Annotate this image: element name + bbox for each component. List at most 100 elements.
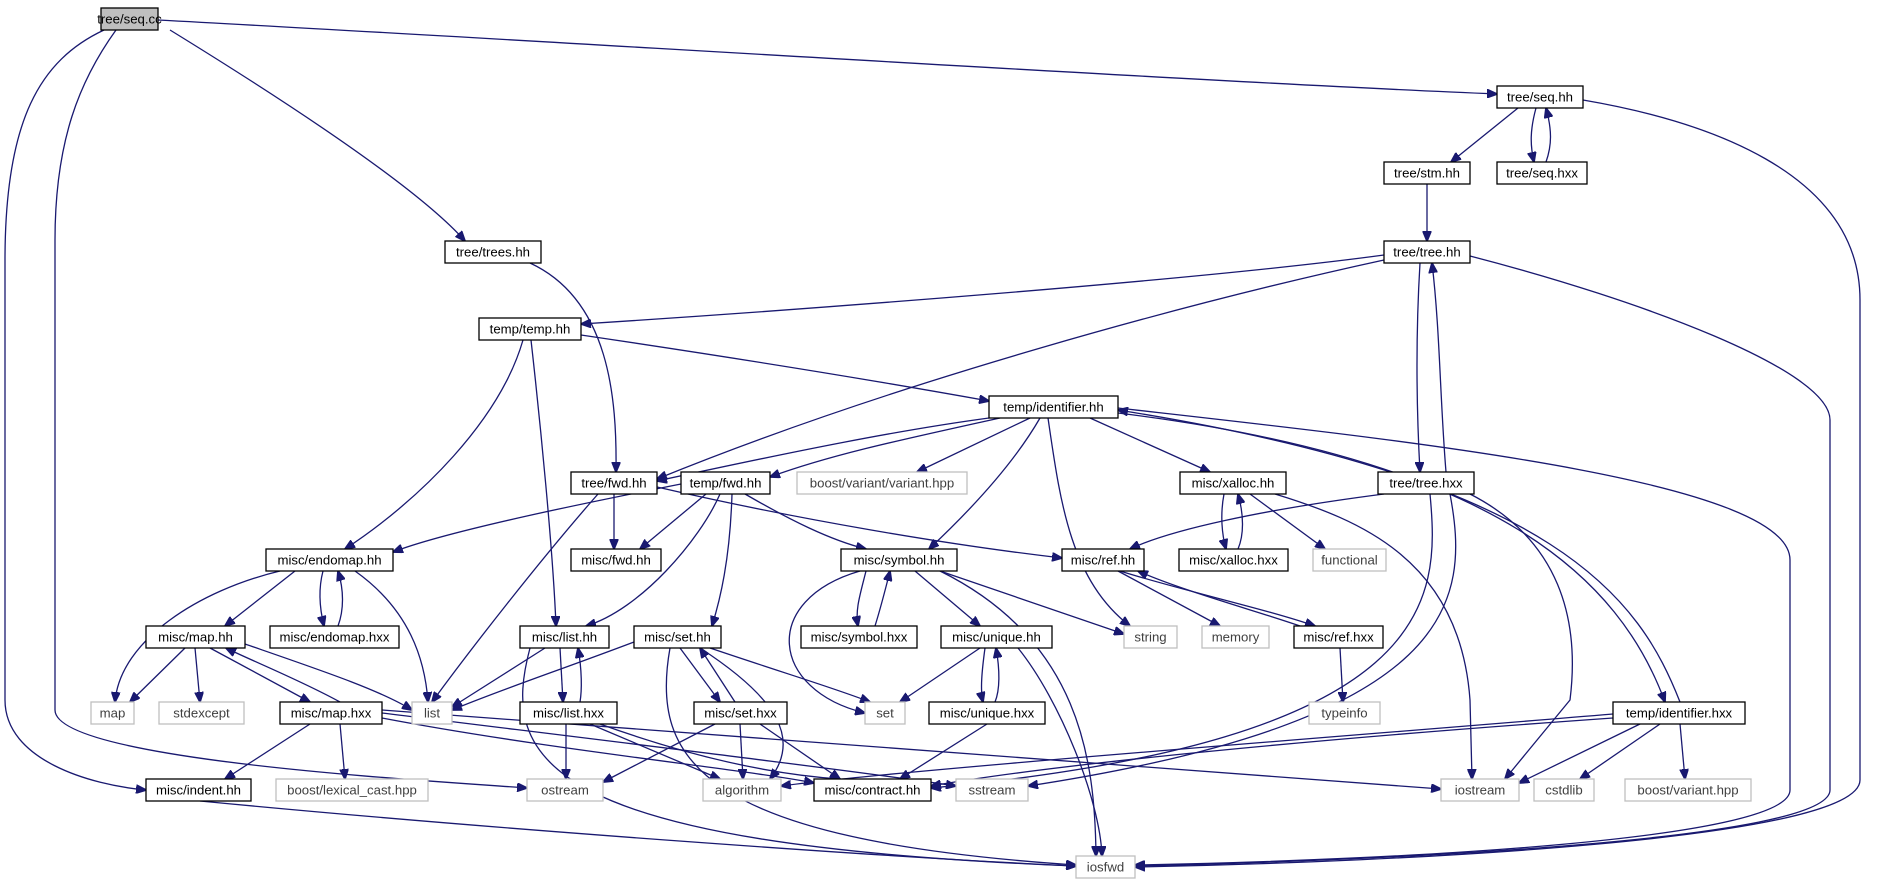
node-label: string bbox=[1134, 630, 1166, 645]
node-label: misc/symbol.hxx bbox=[811, 630, 908, 645]
file-node-misc-symbol-hxx[interactable]: misc/symbol.hxx bbox=[800, 625, 918, 649]
include-edge-misc-list-hxx-to-algorithm bbox=[589, 723, 720, 779]
node-label: temp/temp.hh bbox=[490, 322, 571, 337]
include-edge-tree-tree-hh-to-temp-temp-hh bbox=[581, 254, 1385, 324]
include-edge-tree-tree-hxx-to-misc-contract-hh bbox=[931, 493, 1433, 788]
file-node-misc-list-hh[interactable]: misc/list.hh bbox=[519, 625, 610, 649]
include-edge-temp-identifier-hh-to-tree-fwd-hh bbox=[657, 417, 990, 481]
node-label: algorithm bbox=[715, 783, 769, 798]
node-label: tree/tree.hxx bbox=[1389, 476, 1463, 491]
include-edge-tree-fwd-hh-to-misc-ref-hh bbox=[656, 486, 1062, 558]
include-edge-misc-xalloc-hh-to-functional bbox=[1249, 493, 1325, 549]
include-edge-misc-set-hxx-to-ostream bbox=[603, 723, 716, 782]
file-node-misc-symbol-hh[interactable]: misc/symbol.hh bbox=[840, 548, 958, 572]
include-edge-misc-map-hxx-to-boost-lexical-cast-hpp bbox=[339, 723, 345, 779]
file-node-tree-fwd-hh[interactable]: tree/fwd.hh bbox=[570, 471, 658, 495]
node-label: misc/ref.hh bbox=[1071, 553, 1136, 568]
file-node-temp-fwd-hh[interactable]: temp/fwd.hh bbox=[680, 471, 771, 495]
node-label: tree/trees.hh bbox=[456, 245, 530, 260]
file-node-misc-ref-hxx[interactable]: misc/ref.hxx bbox=[1293, 625, 1384, 649]
file-node-misc-map-hxx[interactable]: misc/map.hxx bbox=[279, 701, 383, 725]
file-node-tree-seq-hxx[interactable]: tree/seq.hxx bbox=[1496, 161, 1588, 185]
file-node-tree-stm-hh[interactable]: tree/stm.hh bbox=[1383, 161, 1471, 185]
file-node-misc-list-hxx[interactable]: misc/list.hxx bbox=[519, 701, 618, 725]
file-node-misc-unique-hh[interactable]: misc/unique.hh bbox=[940, 625, 1053, 649]
include-edge-misc-map-hxx-to-misc-contract-hh bbox=[381, 717, 814, 783]
file-node-misc-contract-hh[interactable]: misc/contract.hh bbox=[813, 778, 932, 802]
file-node-misc-set-hxx[interactable]: misc/set.hxx bbox=[693, 701, 788, 725]
node-label: temp/identifier.hxx bbox=[1626, 706, 1733, 721]
node-label: misc/ref.hxx bbox=[1303, 630, 1374, 645]
node-label: memory bbox=[1212, 630, 1260, 645]
include-edge-tree-tree-hh-to-tree-fwd-hh bbox=[657, 259, 1385, 479]
node-box bbox=[519, 625, 610, 649]
file-node-temp-identifier-hh[interactable]: temp/identifier.hh bbox=[988, 395, 1119, 419]
file-node-misc-endomap-hh[interactable]: misc/endomap.hh bbox=[265, 548, 394, 572]
include-edge-tree-tree-hxx-to-iostream bbox=[1469, 493, 1573, 779]
include-edge-misc-ref-hh-to-misc-ref-hxx bbox=[1119, 570, 1315, 626]
file-node-misc-unique-hxx[interactable]: misc/unique.hxx bbox=[928, 701, 1046, 725]
include-edge-misc-map-hh-to-stdexcept bbox=[194, 647, 200, 702]
node-box bbox=[1624, 778, 1752, 802]
include-edge-temp-identifier-hxx-to-cstdlib bbox=[1580, 723, 1661, 779]
file-node-tree-tree-hh[interactable]: tree/tree.hh bbox=[1383, 240, 1471, 264]
file-node-tree-tree-hxx[interactable]: tree/tree.hxx bbox=[1377, 471, 1475, 495]
node-box bbox=[633, 625, 722, 649]
file-node-tree-trees-hh[interactable]: tree/trees.hh bbox=[444, 240, 542, 264]
include-edge-misc-map-hh-to-map bbox=[130, 647, 186, 702]
include-edge-misc-set-hxx-to-algorithm bbox=[740, 723, 743, 779]
node-box bbox=[1533, 778, 1595, 802]
include-edge-misc-unique-hh-to-iosfwd bbox=[1017, 647, 1102, 856]
file-node-misc-xalloc-hxx[interactable]: misc/xalloc.hxx bbox=[1178, 548, 1289, 572]
file-node-functional: functional bbox=[1312, 548, 1387, 572]
node-label: boost/variant.hpp bbox=[1637, 783, 1738, 798]
node-box bbox=[145, 625, 246, 649]
include-edge-tree-seq-cc-to-misc-indent-hh bbox=[4, 29, 146, 790]
file-node-tree-seq-hh[interactable]: tree/seq.hh bbox=[1496, 85, 1584, 109]
file-node-misc-xalloc-hh[interactable]: misc/xalloc.hh bbox=[1179, 471, 1287, 495]
include-edge-misc-symbol-hh-to-string bbox=[939, 570, 1124, 634]
include-edge-misc-symbol-hh-to-iosfwd bbox=[939, 570, 1096, 856]
node-box bbox=[1178, 548, 1289, 572]
include-edge-misc-map-hh-to-list bbox=[244, 643, 412, 710]
include-edge-tree-seq-hh-to-iosfwd bbox=[1135, 99, 1861, 867]
include-edge-misc-unique-hh-to-set bbox=[900, 647, 981, 702]
file-node-misc-fwd-hh[interactable]: misc/fwd.hh bbox=[570, 548, 662, 572]
node-box bbox=[158, 701, 245, 725]
file-node-tree-seq-cc[interactable]: tree/seq.cc bbox=[97, 7, 162, 31]
node-box bbox=[570, 471, 658, 495]
include-edge-misc-list-hxx-to-misc-contract-hh bbox=[599, 723, 840, 779]
node-box bbox=[796, 471, 968, 495]
file-node-algorithm: algorithm bbox=[702, 778, 782, 802]
include-edge-misc-indent-hh-to-iosfwd bbox=[199, 800, 1076, 866]
file-node-memory: memory bbox=[1201, 625, 1270, 649]
edges-layer bbox=[4, 19, 1861, 867]
file-node-temp-identifier-hxx[interactable]: temp/identifier.hxx bbox=[1612, 701, 1746, 725]
include-edge-tree-tree-hh-to-tree-tree-hxx bbox=[1417, 262, 1420, 472]
node-box bbox=[702, 778, 782, 802]
file-node-misc-map-hh[interactable]: misc/map.hh bbox=[145, 625, 246, 649]
include-edge-tree-tree-hxx-to-sstream bbox=[1028, 493, 1457, 786]
include-edge-misc-endomap-hh-to-misc-endomap-hxx bbox=[320, 570, 324, 626]
include-edge-misc-set-hh-to-set bbox=[709, 647, 870, 702]
include-edge-temp-identifier-hxx-to-iostream bbox=[1519, 723, 1641, 783]
include-edge-misc-set-hh-to-list bbox=[452, 641, 635, 710]
node-box bbox=[928, 701, 1046, 725]
node-label: misc/map.hh bbox=[158, 630, 233, 645]
file-node-misc-endomap-hxx[interactable]: misc/endomap.hxx bbox=[269, 625, 400, 649]
file-node-temp-temp-hh[interactable]: temp/temp.hh bbox=[478, 317, 582, 341]
node-label: list bbox=[424, 706, 440, 721]
file-node-misc-indent-hh[interactable]: misc/indent.hh bbox=[145, 778, 252, 802]
node-box bbox=[1201, 625, 1270, 649]
node-box bbox=[864, 701, 906, 725]
node-box bbox=[1312, 548, 1387, 572]
file-node-misc-ref-hh[interactable]: misc/ref.hh bbox=[1061, 548, 1145, 572]
node-label: misc/xalloc.hh bbox=[1192, 476, 1275, 491]
node-label: iosfwd bbox=[1087, 860, 1124, 875]
node-label: misc/xalloc.hxx bbox=[1189, 553, 1278, 568]
file-node-misc-set-hh[interactable]: misc/set.hh bbox=[633, 625, 722, 649]
include-edge-temp-identifier-hxx-to-algorithm bbox=[781, 713, 1614, 786]
node-box bbox=[265, 548, 394, 572]
include-edge-misc-ref-hxx-to-misc-ref-hh bbox=[1138, 571, 1301, 627]
node-label: misc/map.hxx bbox=[291, 706, 372, 721]
